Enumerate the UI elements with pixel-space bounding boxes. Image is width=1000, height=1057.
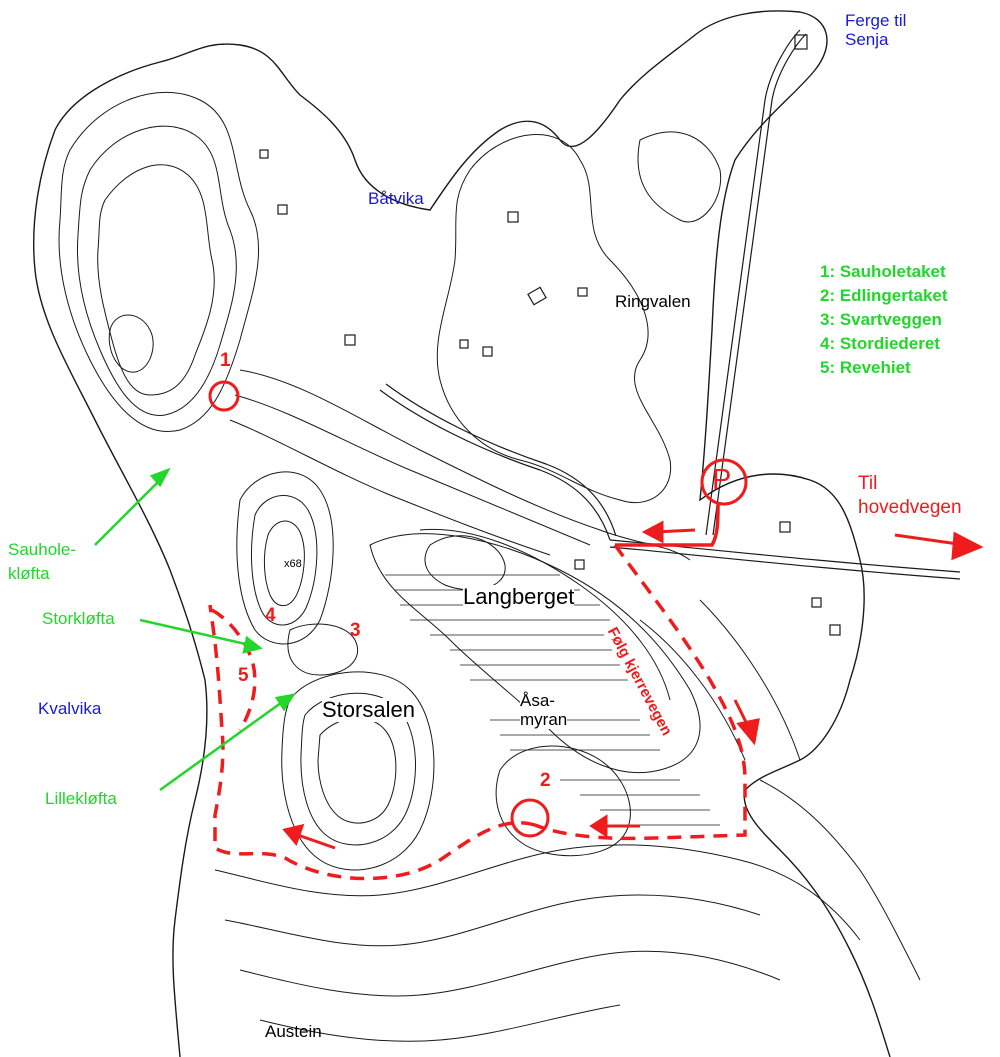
building: [277, 204, 288, 215]
route-cart-track: [534, 543, 747, 841]
label-kvalvika: Kvalvika: [38, 699, 102, 718]
label-sauholekloefta: Sauhole-kløfta: [8, 540, 77, 583]
ringvalen-lake: [436, 134, 672, 504]
legend-item: 4: Stordiederet: [820, 334, 940, 353]
massif-west-3: [97, 164, 215, 396]
ridge-north-2: [234, 394, 591, 546]
legend-item: 5: Revehiet: [820, 358, 911, 377]
south-3: [239, 950, 781, 997]
parking-sign: P: [712, 464, 732, 496]
massif-west-2: [76, 125, 237, 416]
label-asamyran: Åsa-myran: [520, 691, 568, 730]
route-road: [615, 504, 720, 547]
buildings: [259, 34, 841, 636]
langberget-ridge-1: [369, 533, 701, 774]
asamyran-hill: [495, 745, 631, 857]
building: [259, 149, 269, 159]
arrow-route-northwest: [282, 823, 305, 846]
building: [811, 597, 822, 608]
building: [482, 346, 493, 357]
hill-68-2: [250, 494, 318, 626]
circle-2: [510, 798, 550, 838]
route-loop: [208, 604, 536, 881]
building: [829, 624, 841, 636]
label-height-68: x68: [284, 558, 302, 570]
gully-pointers: [94, 467, 296, 792]
contour-lines: [33, 10, 921, 1057]
hill-68-3: [263, 520, 305, 607]
south-4: [259, 1004, 621, 1042]
arrows: [282, 520, 984, 850]
route-circles: [208, 380, 748, 838]
marker-3: 3: [350, 620, 361, 641]
label-langberget: Langberget: [463, 584, 575, 610]
langberget-ridge-2: [419, 528, 671, 701]
ridge-north-3: [229, 419, 551, 556]
massif-west-1: [58, 91, 260, 432]
road-batvika-b: [385, 383, 617, 537]
road-ferry-b: [712, 33, 807, 536]
road-batvika-a: [379, 389, 611, 541]
label-storsalen: Storsalen: [322, 697, 415, 723]
langberget-top: [424, 535, 506, 591]
storsalen-knob: [287, 623, 358, 676]
pointer-lille: [274, 693, 296, 712]
building: [794, 34, 808, 50]
east-3: [759, 779, 921, 981]
marker-2: 2: [540, 770, 551, 791]
building: [577, 287, 588, 297]
pointer-stor: [242, 635, 263, 654]
label-batvika: Båtvika: [368, 189, 424, 208]
road-main-b: [609, 546, 961, 580]
label-ringvalen: Ringvalen: [615, 292, 691, 311]
massif-west-peak: [108, 314, 154, 373]
route-legend: 1: Sauholetaket 2: Edlingertaket 3: Svar…: [820, 260, 948, 380]
building: [459, 339, 469, 349]
storsalen-3: [317, 717, 397, 824]
building: [574, 559, 585, 570]
arrow-south: [736, 718, 760, 746]
coastline-west: [33, 129, 208, 1057]
south-2: [224, 894, 761, 947]
marker-4: 4: [265, 605, 276, 626]
road-ferry-a: [705, 29, 801, 536]
lake-inlet: [637, 131, 722, 223]
legend-item: 2: Edlingertaket: [820, 286, 948, 305]
arrow-west: [641, 520, 664, 544]
building: [779, 521, 791, 533]
legend-item: 1: Sauholetaket: [820, 262, 946, 281]
east-1: [639, 619, 746, 761]
route: [208, 504, 747, 881]
building: [507, 211, 519, 223]
building: [344, 334, 356, 346]
legend-item: 3: Svartveggen: [820, 310, 942, 329]
label-storkloefta: Storkløfta: [42, 609, 115, 628]
arrow-route-west: [589, 814, 608, 838]
marker-1: 1: [220, 350, 231, 371]
pointer-sauhole: [149, 467, 171, 488]
parking-circle: [700, 458, 748, 506]
label-lillekloefta: Lillekløfta: [45, 789, 117, 808]
circle-1: [208, 380, 240, 412]
ridge-north: [239, 369, 691, 561]
label-austein: Austein: [265, 1022, 322, 1041]
hill-68-1: [236, 471, 334, 645]
storsalen-1: [281, 671, 435, 871]
east-2: [699, 599, 801, 761]
arrow-east: [951, 531, 984, 561]
marker-5: 5: [238, 665, 249, 686]
south-1: [214, 844, 861, 941]
coastline: [54, 10, 891, 1057]
building: [527, 286, 547, 306]
